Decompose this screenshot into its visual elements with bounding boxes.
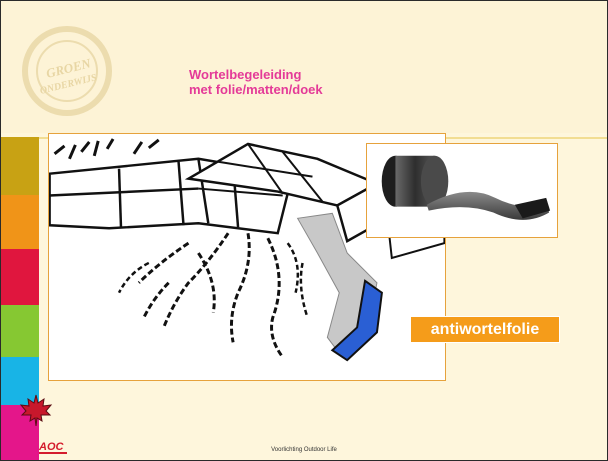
footer-text: Voorlichting Outdoor Life xyxy=(1,447,607,453)
groen-onderwijs-badge: GROEN ONDERWIJS xyxy=(19,25,115,117)
title-line-2: met folie/matten/doek xyxy=(189,82,323,97)
anti-root-membrane-roll-photo xyxy=(366,143,558,238)
strip-yellow xyxy=(1,137,39,195)
strip-orange xyxy=(1,195,39,249)
strip-green xyxy=(1,305,39,357)
strip-red xyxy=(1,249,39,305)
title-line-1: Wortelbegeleiding xyxy=(189,67,323,82)
antiwortelfolie-label: antiwortelfolie xyxy=(410,316,560,343)
slide-title: Wortelbegeleiding met folie/matten/doek xyxy=(189,67,323,97)
maple-leaf-icon xyxy=(19,393,53,427)
